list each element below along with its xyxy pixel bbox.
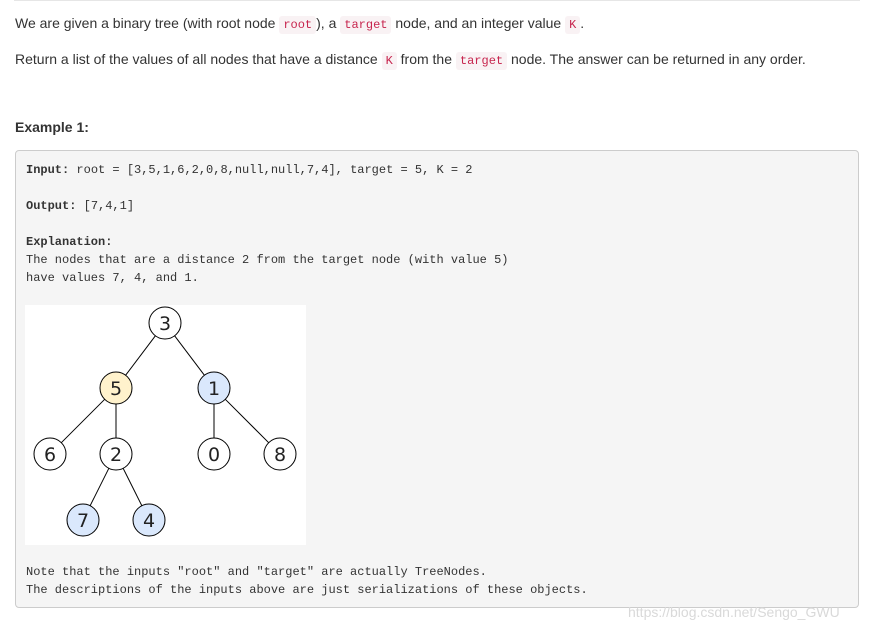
explanation-label: Explanation: (26, 235, 113, 249)
tree-node-3: 3 (148, 306, 182, 340)
watermark-text: https://blog.csdn.net/Sengo_GWU (628, 604, 840, 620)
output-value: [7,4,1] (76, 199, 135, 213)
explanation-line: The nodes that are a distance 2 from the… (26, 253, 509, 267)
tree-node-label: 7 (77, 510, 89, 532)
intro-text: node, and an integer value (391, 15, 566, 31)
tree-node-circle (197, 371, 231, 405)
tree-node-1: 1 (197, 371, 231, 405)
inline-code-target: target (455, 52, 508, 70)
intro-text: . (580, 15, 585, 31)
tree-edge (174, 335, 205, 376)
tree-node-label: 4 (143, 510, 155, 532)
intro-text: from the (396, 51, 456, 67)
intro-text: Return a list of the values of all nodes… (15, 51, 382, 67)
tree-node-6: 6 (33, 437, 67, 471)
tree-node-2: 2 (99, 437, 133, 471)
tree-node-circle (99, 437, 133, 471)
tree-edge (60, 398, 106, 444)
input-label: Input: (26, 163, 70, 177)
inline-code-target: target (340, 16, 392, 34)
tree-node-label: 3 (159, 313, 171, 335)
intro-paragraph-1: We are given a binary tree (with root no… (15, 13, 584, 35)
note-line: The descriptions of the inputs above are… (26, 583, 588, 597)
input-line: Input: root = [3,5,1,6,2,0,8,null,null,7… (26, 161, 472, 179)
intro-text: We are given a binary tree (with root no… (15, 15, 280, 31)
output-line: Output: [7,4,1] (26, 197, 134, 215)
output-label: Output: (26, 199, 77, 213)
example-code-block: Input: root = [3,5,1,6,2,0,8,null,null,7… (15, 150, 859, 608)
tree-edge (125, 335, 156, 376)
tree-node-circle (263, 437, 297, 471)
intro-text: ), a (316, 15, 341, 31)
tree-node-label: 2 (110, 444, 122, 466)
inline-code-root: root (279, 16, 317, 34)
tree-node-circle (148, 306, 182, 340)
tree-node-label: 0 (208, 444, 220, 466)
tree-node-label: 1 (208, 378, 220, 400)
note-line: Note that the inputs "root" and "target"… (26, 565, 487, 579)
intro-text: node. The answer can be returned in any … (507, 51, 806, 67)
tree-node-4: 4 (132, 503, 166, 537)
tree-node-label: 8 (274, 444, 286, 466)
tree-node-circle (66, 503, 100, 537)
tree-edge (122, 468, 143, 506)
tree-node-label: 5 (110, 378, 122, 400)
tree-node-8: 8 (263, 437, 297, 471)
top-divider (14, 0, 860, 1)
tree-node-5: 5 (99, 371, 133, 405)
tree-edge (89, 468, 110, 506)
explanation-line: have values 7, 4, and 1. (26, 271, 199, 285)
tree-svg: 3 5 1 6 2 0 8 7 4 (33, 306, 297, 537)
tree-edge (224, 398, 270, 444)
input-value: root = [3,5,1,6,2,0,8,null,null,7,4], ta… (69, 163, 473, 177)
tree-node-7: 7 (66, 503, 100, 537)
tree-node-circle (33, 437, 67, 471)
tree-diagram: 3 5 1 6 2 0 8 7 4 (25, 305, 306, 545)
intro-paragraph-2: Return a list of the values of all nodes… (15, 49, 806, 71)
tree-node-circle (132, 503, 166, 537)
tree-node-circle (197, 437, 231, 471)
example-heading: Example 1: (15, 119, 89, 135)
inline-code-k: K (565, 16, 581, 34)
tree-node-circle (99, 371, 133, 405)
tree-node-0: 0 (197, 437, 231, 471)
tree-node-label: 6 (44, 444, 56, 466)
inline-code-k: K (381, 52, 397, 70)
